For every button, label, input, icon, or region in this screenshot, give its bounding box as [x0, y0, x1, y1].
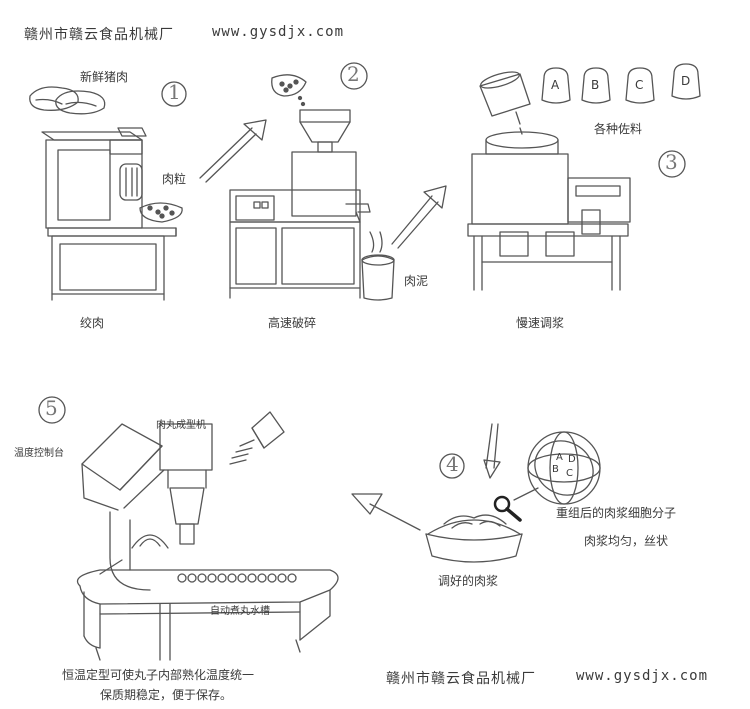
zoom-letter-b: B: [552, 464, 559, 475]
header-website: www.gysdjx.com: [212, 24, 345, 40]
ingredient-bag-c: [625, 67, 655, 104]
zoom-letter-c: C: [566, 468, 573, 479]
step-1-caption: 绞肉: [80, 316, 105, 330]
chopper-machine: [229, 109, 371, 299]
magnifier-icon: [493, 495, 522, 522]
minced-meat-tray: [139, 202, 183, 223]
step-2-number: 2: [347, 62, 360, 86]
header-company: 赣州市赣云食品机械厂: [24, 27, 174, 43]
zoom-letter-a: A: [556, 452, 563, 463]
step-4-number: 4: [446, 452, 459, 476]
arrow-3-to-4: [483, 423, 501, 479]
footer-note-line2: 保质期稳定，便于保存。: [100, 688, 233, 702]
step-5-number: 5: [45, 396, 58, 420]
mixer-machine: [467, 131, 631, 291]
meat-chunks: [29, 86, 106, 115]
step-4-note-line2: 肉浆均匀，丝状: [584, 534, 669, 548]
step-2-circle: [340, 62, 368, 90]
forming-machine: [81, 423, 213, 591]
arrow-1-to-2: [199, 119, 267, 183]
step-4-circle: [439, 453, 465, 479]
control-panel-label: 温度控制台: [14, 448, 64, 459]
ingredient-bag-a: [541, 67, 571, 104]
arrow-4-to-5: [351, 493, 421, 531]
arrow-2-to-3: [391, 185, 447, 249]
step-3-circle: [658, 150, 686, 178]
step-2-caption: 高速破碎: [268, 316, 317, 330]
ingredient-b-label: B: [591, 78, 600, 92]
cooking-tank: [76, 569, 339, 661]
step-4-caption: 调好的肉浆: [438, 574, 499, 588]
step-3-caption: 慢速调浆: [516, 316, 565, 330]
mincer-machine: [41, 127, 177, 301]
ingredient-bucket-pouring: [479, 71, 531, 135]
step-1-input-label: 新鲜猪肉: [80, 70, 129, 84]
footer-website: www.gysdjx.com: [576, 668, 709, 684]
meatball-row: [177, 573, 297, 583]
ingredient-bag-d: [671, 63, 701, 100]
ingredient-c-label: C: [635, 78, 644, 92]
step-5-circle: [38, 396, 66, 424]
step-1-number: 1: [168, 80, 181, 104]
zoom-letter-d: D: [568, 454, 576, 465]
step-1-circle: [161, 81, 187, 107]
ingredient-a-label: A: [551, 78, 560, 92]
step-2-output-label: 肉泥: [404, 274, 429, 288]
paste-basin: [425, 514, 523, 563]
zoom-connector: [513, 487, 539, 501]
ingredient-d-label: D: [681, 74, 691, 88]
step-1-output-label: 肉粒: [162, 172, 187, 186]
step-4-note-line1: 重组后的肉浆细胞分子: [556, 506, 677, 520]
ingredients-label: 各种佐料: [594, 122, 643, 136]
meat-granules-pour: [271, 74, 307, 107]
ingredient-bag-b: [581, 67, 611, 104]
paste-pour-tray: [229, 411, 285, 465]
step-3-number: 3: [665, 150, 678, 174]
molecule-zoom-globe: [527, 431, 601, 505]
footer-note-line1: 恒温定型可使丸子内部熟化温度统一: [62, 668, 255, 682]
forming-machine-label: 肉丸成型机: [156, 420, 206, 431]
cooking-tank-label: 自动煮丸水槽: [210, 606, 270, 617]
footer-company: 赣州市赣云食品机械厂: [386, 671, 536, 687]
puree-bucket: [361, 231, 395, 301]
